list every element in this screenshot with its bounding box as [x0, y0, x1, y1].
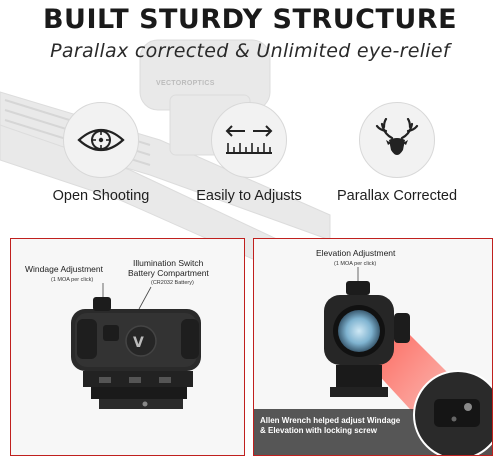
feature-label: Open Shooting — [52, 188, 150, 204]
battery-type-sub: (CR2032 Battery) — [151, 280, 194, 286]
deer-head-icon — [359, 102, 435, 178]
feature-parallax-corrected: Parallax Corrected — [322, 102, 472, 204]
allen-wrench-note-line-1: Allen Wrench helped adjust Windage — [260, 416, 401, 425]
feature-label: Parallax Corrected — [336, 188, 458, 204]
detail-panel-side-view: Windage Adjustment (1 MOA per click) Ill… — [10, 238, 245, 456]
page-subtitle: Parallax corrected & Unlimited eye-relie… — [50, 40, 450, 62]
allen-wrench-note-line-2: & Elevation with locking screw — [260, 426, 377, 436]
windage-adjustment-label: Windage Adjustment — [25, 264, 103, 274]
page-title: BUILT STURDY STRUCTURE — [42, 4, 458, 35]
svg-text:V: V — [133, 335, 144, 351]
feature-open-shooting: Open Shooting — [26, 102, 176, 204]
elevation-adjustment-label: Elevation Adjustment — [316, 248, 396, 258]
background-brand-text: VECTOROPTICS — [156, 80, 215, 87]
eye-reticle-icon — [63, 102, 139, 178]
adjust-arrows-ruler-icon — [211, 102, 287, 178]
red-dot-sight-front-illustration — [254, 267, 492, 455]
elevation-adjustment-sub: (1 MOA per click) — [334, 261, 377, 267]
feature-label: Easily to Adjusts — [196, 188, 302, 204]
allen-wrench-note: Allen Wrench helped adjust Windage & Ele… — [260, 416, 400, 437]
battery-compartment-label: Battery Compartment — [128, 268, 209, 278]
illumination-switch-label: Illumination Switch — [133, 258, 204, 268]
windage-adjustment-sub: (1 MOA per click) — [51, 277, 94, 283]
detail-panel-front-view: Elevation Adjustment (1 MOA per click) — [253, 238, 493, 456]
feature-easy-adjust: Easily to Adjusts — [174, 102, 324, 204]
red-dot-sight-side-illustration: V — [71, 283, 201, 409]
